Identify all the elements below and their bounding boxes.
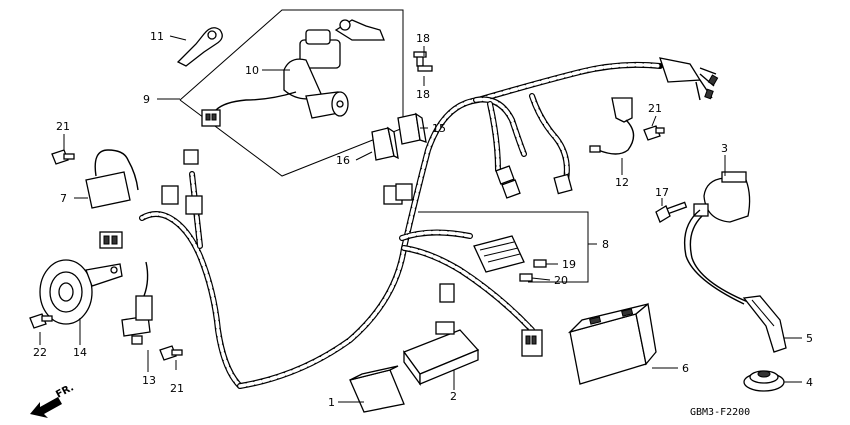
callout-12: 12 [615,176,629,189]
key-set-outline [179,9,404,177]
plug-lead [683,209,749,305]
callout-18-lower: 18 [416,88,430,101]
ignition-coil-part [693,171,751,223]
callout-15: 15 [432,122,446,135]
harness-end-plug [659,57,719,101]
grommet-part [743,370,785,392]
callout-20: 20 [554,274,568,287]
callout-8: 8 [602,238,609,251]
seat-lock-cylinder [305,91,349,119]
screw-18-part [413,51,433,72]
callout-3: 3 [721,142,728,155]
callout-16: 16 [336,154,350,167]
callout-5: 5 [806,332,813,345]
bolt-21-part [51,149,75,165]
callout-14: 14 [73,346,87,359]
callout-18-upper: 18 [416,32,430,45]
harness-bracket [418,211,589,283]
fuse-19-part [533,259,547,268]
callout-6: 6 [682,362,689,375]
fuse-20-part [519,273,533,282]
front-arrow-icon [30,397,62,418]
callout-17: 17 [655,186,669,199]
control-unit-part [402,321,480,386]
key-part [176,27,223,67]
bolt-22-part [29,313,53,329]
callout-21-bottom: 21 [170,382,184,395]
callout-1: 1 [328,396,335,409]
callout-9: 9 [143,93,150,106]
callout-22: 22 [33,346,47,359]
callout-11: 11 [150,30,164,43]
leader-lines [39,35,802,403]
bolt-21-part [643,125,665,141]
front-direction-label: FR. [54,382,76,400]
switch-connector [201,109,221,127]
ignition-switch-part [283,19,385,100]
callout-21-left: 21 [56,120,70,133]
callout-19: 19 [562,258,576,271]
relay-15-part [397,112,427,145]
ground-wire-part [589,97,635,155]
switch-wire [215,91,297,111]
rubber-cover-part [349,365,405,413]
diagram-code: GBM3-F2200 [690,407,750,418]
battery-part [567,302,657,385]
regulator-rectifier-part [473,235,525,273]
bolt-17-part [655,201,688,223]
bolt-21-part [159,345,183,361]
horn-part [39,259,123,325]
callout-21-right: 21 [648,102,662,115]
callout-4: 4 [806,376,813,389]
callout-10: 10 [245,64,259,77]
callout-2: 2 [450,390,457,403]
callout-7: 7 [60,192,67,205]
harness-connectors [99,149,573,357]
main-harness-part [139,61,663,389]
sensor-part [121,261,153,345]
spark-plug-cap-part [742,295,787,353]
cdi-unit-part [85,149,139,209]
callout-13: 13 [142,374,156,387]
relay-16-part [371,126,399,161]
